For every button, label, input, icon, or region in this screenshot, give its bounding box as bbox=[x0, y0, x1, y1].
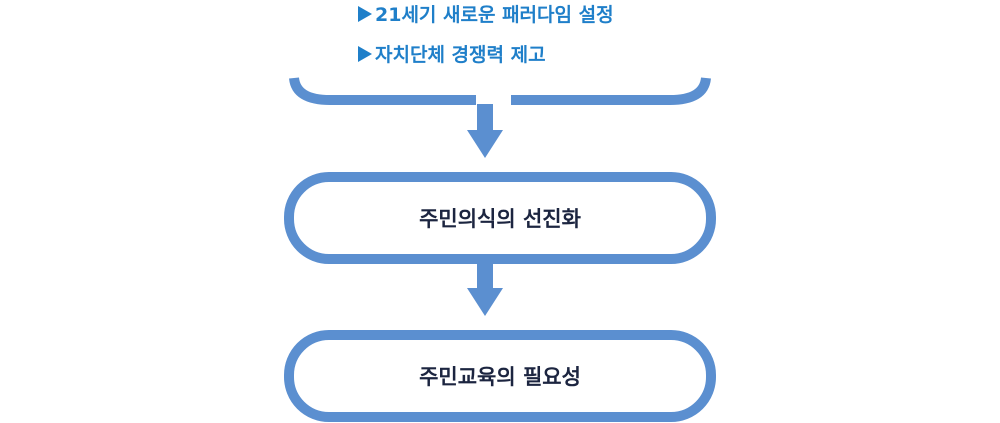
bullet-item-competitiveness: 자치단체 경쟁력 제고 bbox=[358, 40, 546, 67]
flow-box-label: 주민교육의 필요성 bbox=[419, 365, 581, 389]
triangle-right-icon bbox=[358, 45, 372, 62]
bullet-text: 자치단체 경쟁력 제고 bbox=[375, 44, 546, 66]
flow-box-label: 주민의식의 선진화 bbox=[419, 207, 581, 231]
down-arrow-icon bbox=[467, 104, 503, 158]
flow-box-citizen-awareness: 주민의식의 선진화 bbox=[284, 172, 716, 264]
top-container-curve bbox=[289, 77, 711, 105]
bullet-text: 21세기 새로운 패러다임 설정 bbox=[375, 4, 614, 26]
triangle-right-icon bbox=[358, 5, 372, 22]
flow-box-citizen-education: 주민교육의 필요성 bbox=[284, 330, 716, 422]
bullet-item-paradigm: 21세기 새로운 패러다임 설정 bbox=[358, 0, 614, 27]
down-arrow-icon bbox=[467, 262, 503, 316]
